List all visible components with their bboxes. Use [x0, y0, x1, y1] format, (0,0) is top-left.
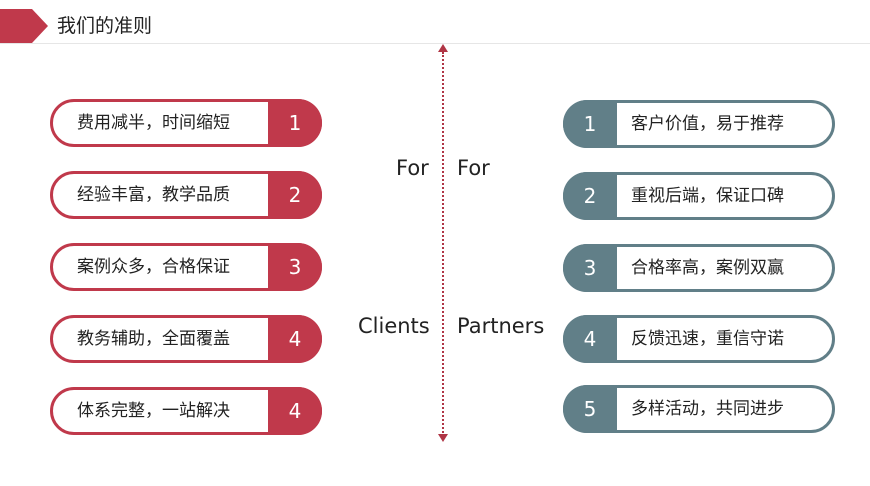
center-axis: [442, 52, 444, 436]
partner-item: 1 客户价值，易于推荐: [563, 100, 835, 148]
partner-item-label: 反馈迅速，重信守诺: [631, 329, 784, 349]
partner-item: 5 多样活动，共同进步: [563, 385, 835, 433]
partner-item-label: 合格率高，案例双赢: [631, 258, 784, 278]
partner-item-number: 4: [563, 315, 617, 363]
client-item-number: 2: [268, 171, 322, 219]
client-item-label: 案例众多，合格保证: [77, 257, 230, 277]
client-item-number: 3: [268, 243, 322, 291]
partner-item-number: 2: [563, 172, 617, 220]
client-item: 教务辅助，全面覆盖 4: [50, 315, 322, 363]
client-item-label: 经验丰富，教学品质: [77, 185, 230, 205]
client-item-label: 教务辅助，全面覆盖: [77, 329, 230, 349]
axis-arrow-down-icon: [438, 434, 448, 442]
partner-item-number: 5: [563, 385, 617, 433]
partner-item: 3 合格率高，案例双赢: [563, 244, 835, 292]
client-item-number: 4: [268, 315, 322, 363]
partner-item: 2 重视后端，保证口碑: [563, 172, 835, 220]
axis-label-for-partners: For: [457, 156, 490, 180]
title-marker: [0, 9, 48, 43]
partner-item-label: 多样活动，共同进步: [631, 399, 784, 419]
client-item-label: 费用减半，时间缩短: [77, 113, 230, 133]
client-item: 经验丰富，教学品质 2: [50, 171, 322, 219]
axis-label-clients: Clients: [358, 314, 430, 338]
client-item: 体系完整，一站解决 4: [50, 387, 322, 435]
partner-item-number: 1: [563, 100, 617, 148]
client-item: 费用减半，时间缩短 1: [50, 99, 322, 147]
client-item-number: 4: [268, 387, 322, 435]
client-item-number: 1: [268, 99, 322, 147]
client-item: 案例众多，合格保证 3: [50, 243, 322, 291]
partner-item-label: 客户价值，易于推荐: [631, 114, 784, 134]
page-title: 我们的准则: [57, 15, 153, 37]
partner-item: 4 反馈迅速，重信守诺: [563, 315, 835, 363]
partner-item-number: 3: [563, 244, 617, 292]
client-item-label: 体系完整，一站解决: [77, 401, 230, 421]
title-divider: [0, 43, 870, 44]
axis-label-partners: Partners: [457, 314, 545, 338]
axis-arrow-up-icon: [438, 44, 448, 52]
partner-item-label: 重视后端，保证口碑: [631, 186, 784, 206]
axis-label-for-clients: For: [396, 156, 429, 180]
